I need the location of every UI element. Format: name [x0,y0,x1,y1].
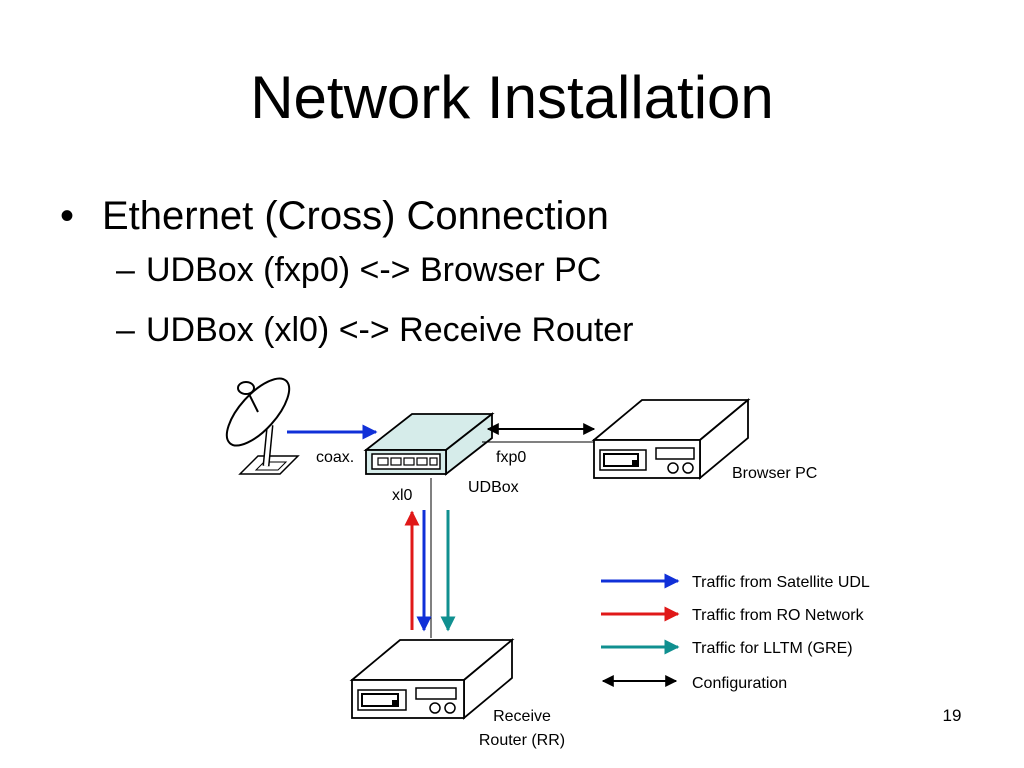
udbox-device-icon [363,412,495,476]
bullet-dot: • [60,194,75,238]
browser-pc-label: Browser PC [732,465,817,482]
xl0-label: xl0 [392,487,413,504]
sub-bullet-dash: – [116,311,135,349]
receive-router-label-line2: Router (RR) [479,732,565,749]
router-device-icon [349,638,515,720]
slide-title: Network Installation [250,64,774,131]
legend-label-configuration: Configuration [692,675,787,692]
sub-bullet-text: UDBox (fxp0) <-> Browser PC [146,251,602,289]
receive-router-label-line1: Receive [493,708,551,725]
udbox-label: UDBox [468,479,519,496]
satellite-dish-icon [225,377,300,475]
pc-device-icon [591,398,751,480]
coax-label: coax. [316,449,354,466]
fxp0-label: fxp0 [496,449,526,466]
legend: Traffic from Satellite UDL Traffic from … [601,573,870,692]
legend-label-lltm-gre: Traffic for LLTM (GRE) [692,640,853,657]
sub-bullet-text: UDBox (xl0) <-> Receive Router [146,311,634,349]
bullet-text: Ethernet (Cross) Connection [102,194,609,238]
sub-bullet-dash: – [116,251,135,289]
page-number: 19 [942,706,962,725]
legend-label-satellite-udl: Traffic from Satellite UDL [692,574,870,591]
legend-label-ro-network: Traffic from RO Network [692,607,865,624]
